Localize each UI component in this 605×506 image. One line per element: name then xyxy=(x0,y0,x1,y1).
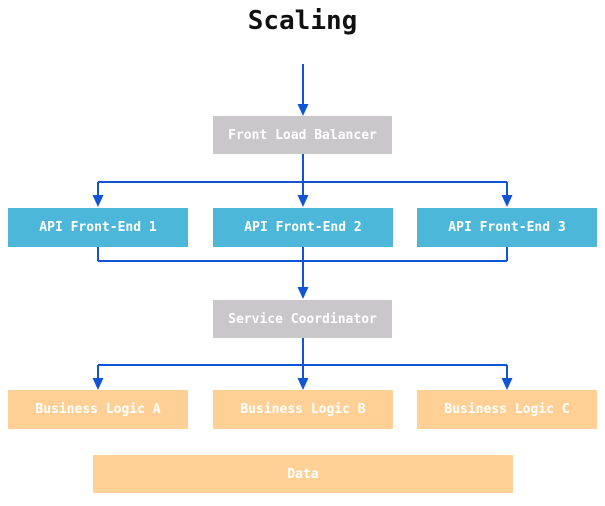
node-label: Business Logic C xyxy=(444,402,570,417)
node-label: Front Load Balancer xyxy=(228,127,377,143)
diagram-title: Scaling xyxy=(247,6,358,36)
node-label: Business Logic B xyxy=(240,402,366,417)
arrow-top-to-front-load-balancer xyxy=(297,64,309,116)
arrowhead-icon xyxy=(297,287,309,299)
arrowhead-icon xyxy=(92,378,104,390)
arrowhead-icon xyxy=(297,378,309,390)
node-api-front-end-2: API Front-End 2 xyxy=(213,208,393,247)
arrowhead-icon xyxy=(92,195,104,207)
node-service-coordinator: Service Coordinator xyxy=(213,300,392,338)
arrowhead-icon xyxy=(501,195,513,207)
node-business-logic-a: Business Logic A xyxy=(8,390,188,429)
node-label: API Front-End 2 xyxy=(244,220,362,235)
node-label: Business Logic A xyxy=(35,402,161,417)
arrow-service-coordinator-to-business-logic xyxy=(92,338,513,390)
node-label: Data xyxy=(287,466,319,482)
node-front-load-balancer: Front Load Balancer xyxy=(213,116,392,154)
node-data: Data xyxy=(93,455,513,493)
node-label: API Front-End 1 xyxy=(39,220,157,235)
node-business-logic-c: Business Logic C xyxy=(417,390,597,429)
arrow-front-load-balancer-to-api-front-ends xyxy=(92,153,513,207)
arrow-api-front-ends-to-service-coordinator xyxy=(97,247,508,299)
node-api-front-end-1: API Front-End 1 xyxy=(8,208,188,247)
arrowhead-icon xyxy=(297,104,309,116)
arrowhead-icon xyxy=(501,378,513,390)
arrowhead-icon xyxy=(297,195,309,207)
node-business-logic-b: Business Logic B xyxy=(213,390,393,429)
node-api-front-end-3: API Front-End 3 xyxy=(417,208,597,247)
node-label: API Front-End 3 xyxy=(448,220,566,235)
node-label: Service Coordinator xyxy=(228,311,377,327)
